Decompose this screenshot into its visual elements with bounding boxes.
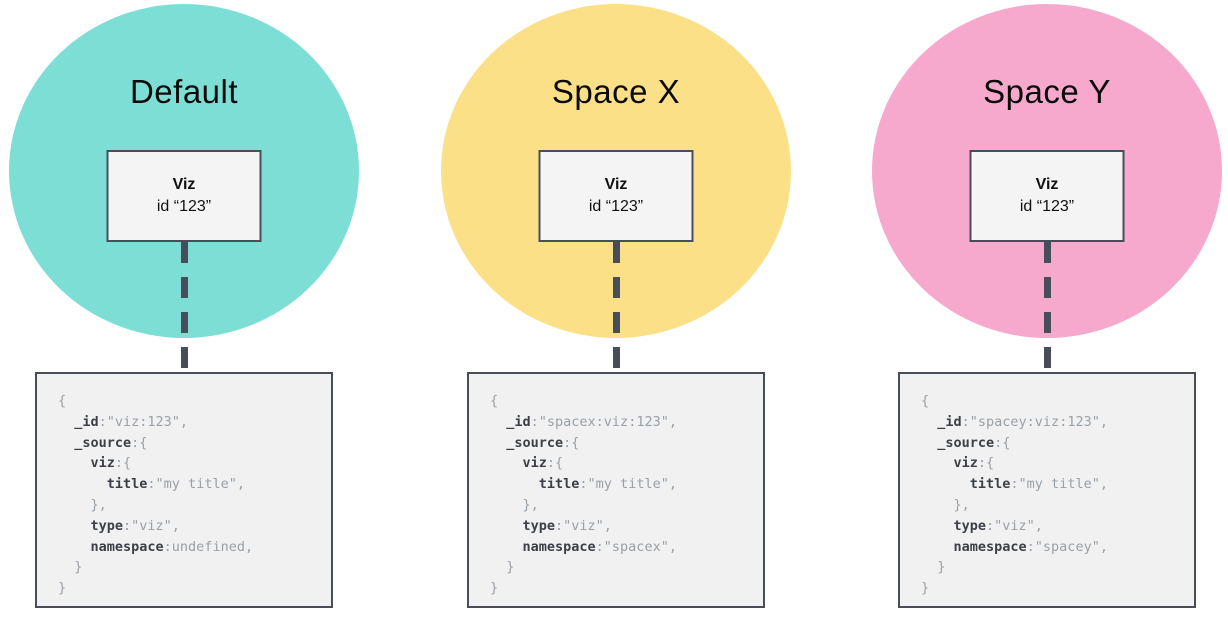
- code-line: title:"my title",: [538, 476, 677, 493]
- code-line: },: [490, 496, 539, 513]
- group-space-y: Space Y Viz id “123” { _id:"spacey:viz:1…: [872, 0, 1222, 622]
- viz-node: Viz id “123”: [969, 150, 1125, 242]
- code-line: {: [490, 393, 499, 409]
- viz-node-id: id “123”: [588, 198, 644, 215]
- code-line: _id:"spacey:viz:123",: [937, 413, 1108, 430]
- code-line: }: [490, 580, 499, 597]
- saved-object-code-box: { _id:"viz:123", _source:{ viz:{ title:"…: [35, 372, 333, 608]
- dashed-connector-line: [613, 242, 620, 374]
- code-line: type:"viz",: [90, 517, 180, 534]
- code-line: _id:"viz:123",: [74, 413, 189, 430]
- viz-node-label: Viz: [1035, 176, 1059, 193]
- viz-node-label: Viz: [604, 176, 628, 193]
- code-line: namespace:undefined,: [90, 538, 254, 555]
- code-line: type:"viz",: [522, 517, 612, 534]
- code-line: {: [921, 393, 930, 409]
- code-line: }: [58, 580, 67, 597]
- code-line: _source:{: [937, 434, 1011, 451]
- code-line: namespace:"spacey",: [953, 538, 1108, 555]
- dashed-connector-line: [181, 242, 188, 374]
- space-x-title: Space X: [551, 73, 681, 110]
- space-y-title: Space Y: [983, 73, 1111, 110]
- code-line: title:"my title",: [969, 476, 1108, 493]
- code-line: _source:{: [74, 434, 148, 451]
- default-space-title: Default: [129, 73, 239, 110]
- code-line: },: [58, 496, 107, 513]
- code-line: }: [490, 559, 515, 576]
- dashed-connector-line: [1044, 242, 1051, 374]
- viz-node: Viz id “123”: [538, 150, 694, 242]
- saved-object-code-box: { _id:"spacex:viz:123", _source:{ viz:{ …: [467, 372, 765, 608]
- code-line: _id:"spacex:viz:123",: [506, 413, 677, 430]
- code-line: {: [58, 393, 67, 409]
- code-line: type:"viz",: [953, 517, 1043, 534]
- code-line: },: [921, 496, 970, 513]
- code-line: title:"my title",: [106, 476, 245, 493]
- viz-node-id: id “123”: [156, 198, 212, 215]
- code-line: viz:{: [522, 455, 564, 472]
- viz-node-id: id “123”: [1019, 198, 1075, 215]
- code-line: _source:{: [506, 434, 580, 451]
- code-line: }: [58, 559, 83, 576]
- saved-object-code-box: { _id:"spacey:viz:123", _source:{ viz:{ …: [898, 372, 1196, 608]
- code-line: namespace:"spacex",: [522, 538, 677, 555]
- viz-node: Viz id “123”: [106, 150, 262, 242]
- code-line: }: [921, 580, 930, 597]
- code-line: viz:{: [953, 455, 995, 472]
- viz-node-label: Viz: [172, 176, 196, 193]
- code-line: viz:{: [90, 455, 132, 472]
- group-default: Default Viz id “123” { _id:"viz:123", _s…: [9, 0, 359, 622]
- code-line: }: [921, 559, 946, 576]
- group-space-x: Space X Viz id “123” { _id:"spacex:viz:1…: [441, 0, 791, 622]
